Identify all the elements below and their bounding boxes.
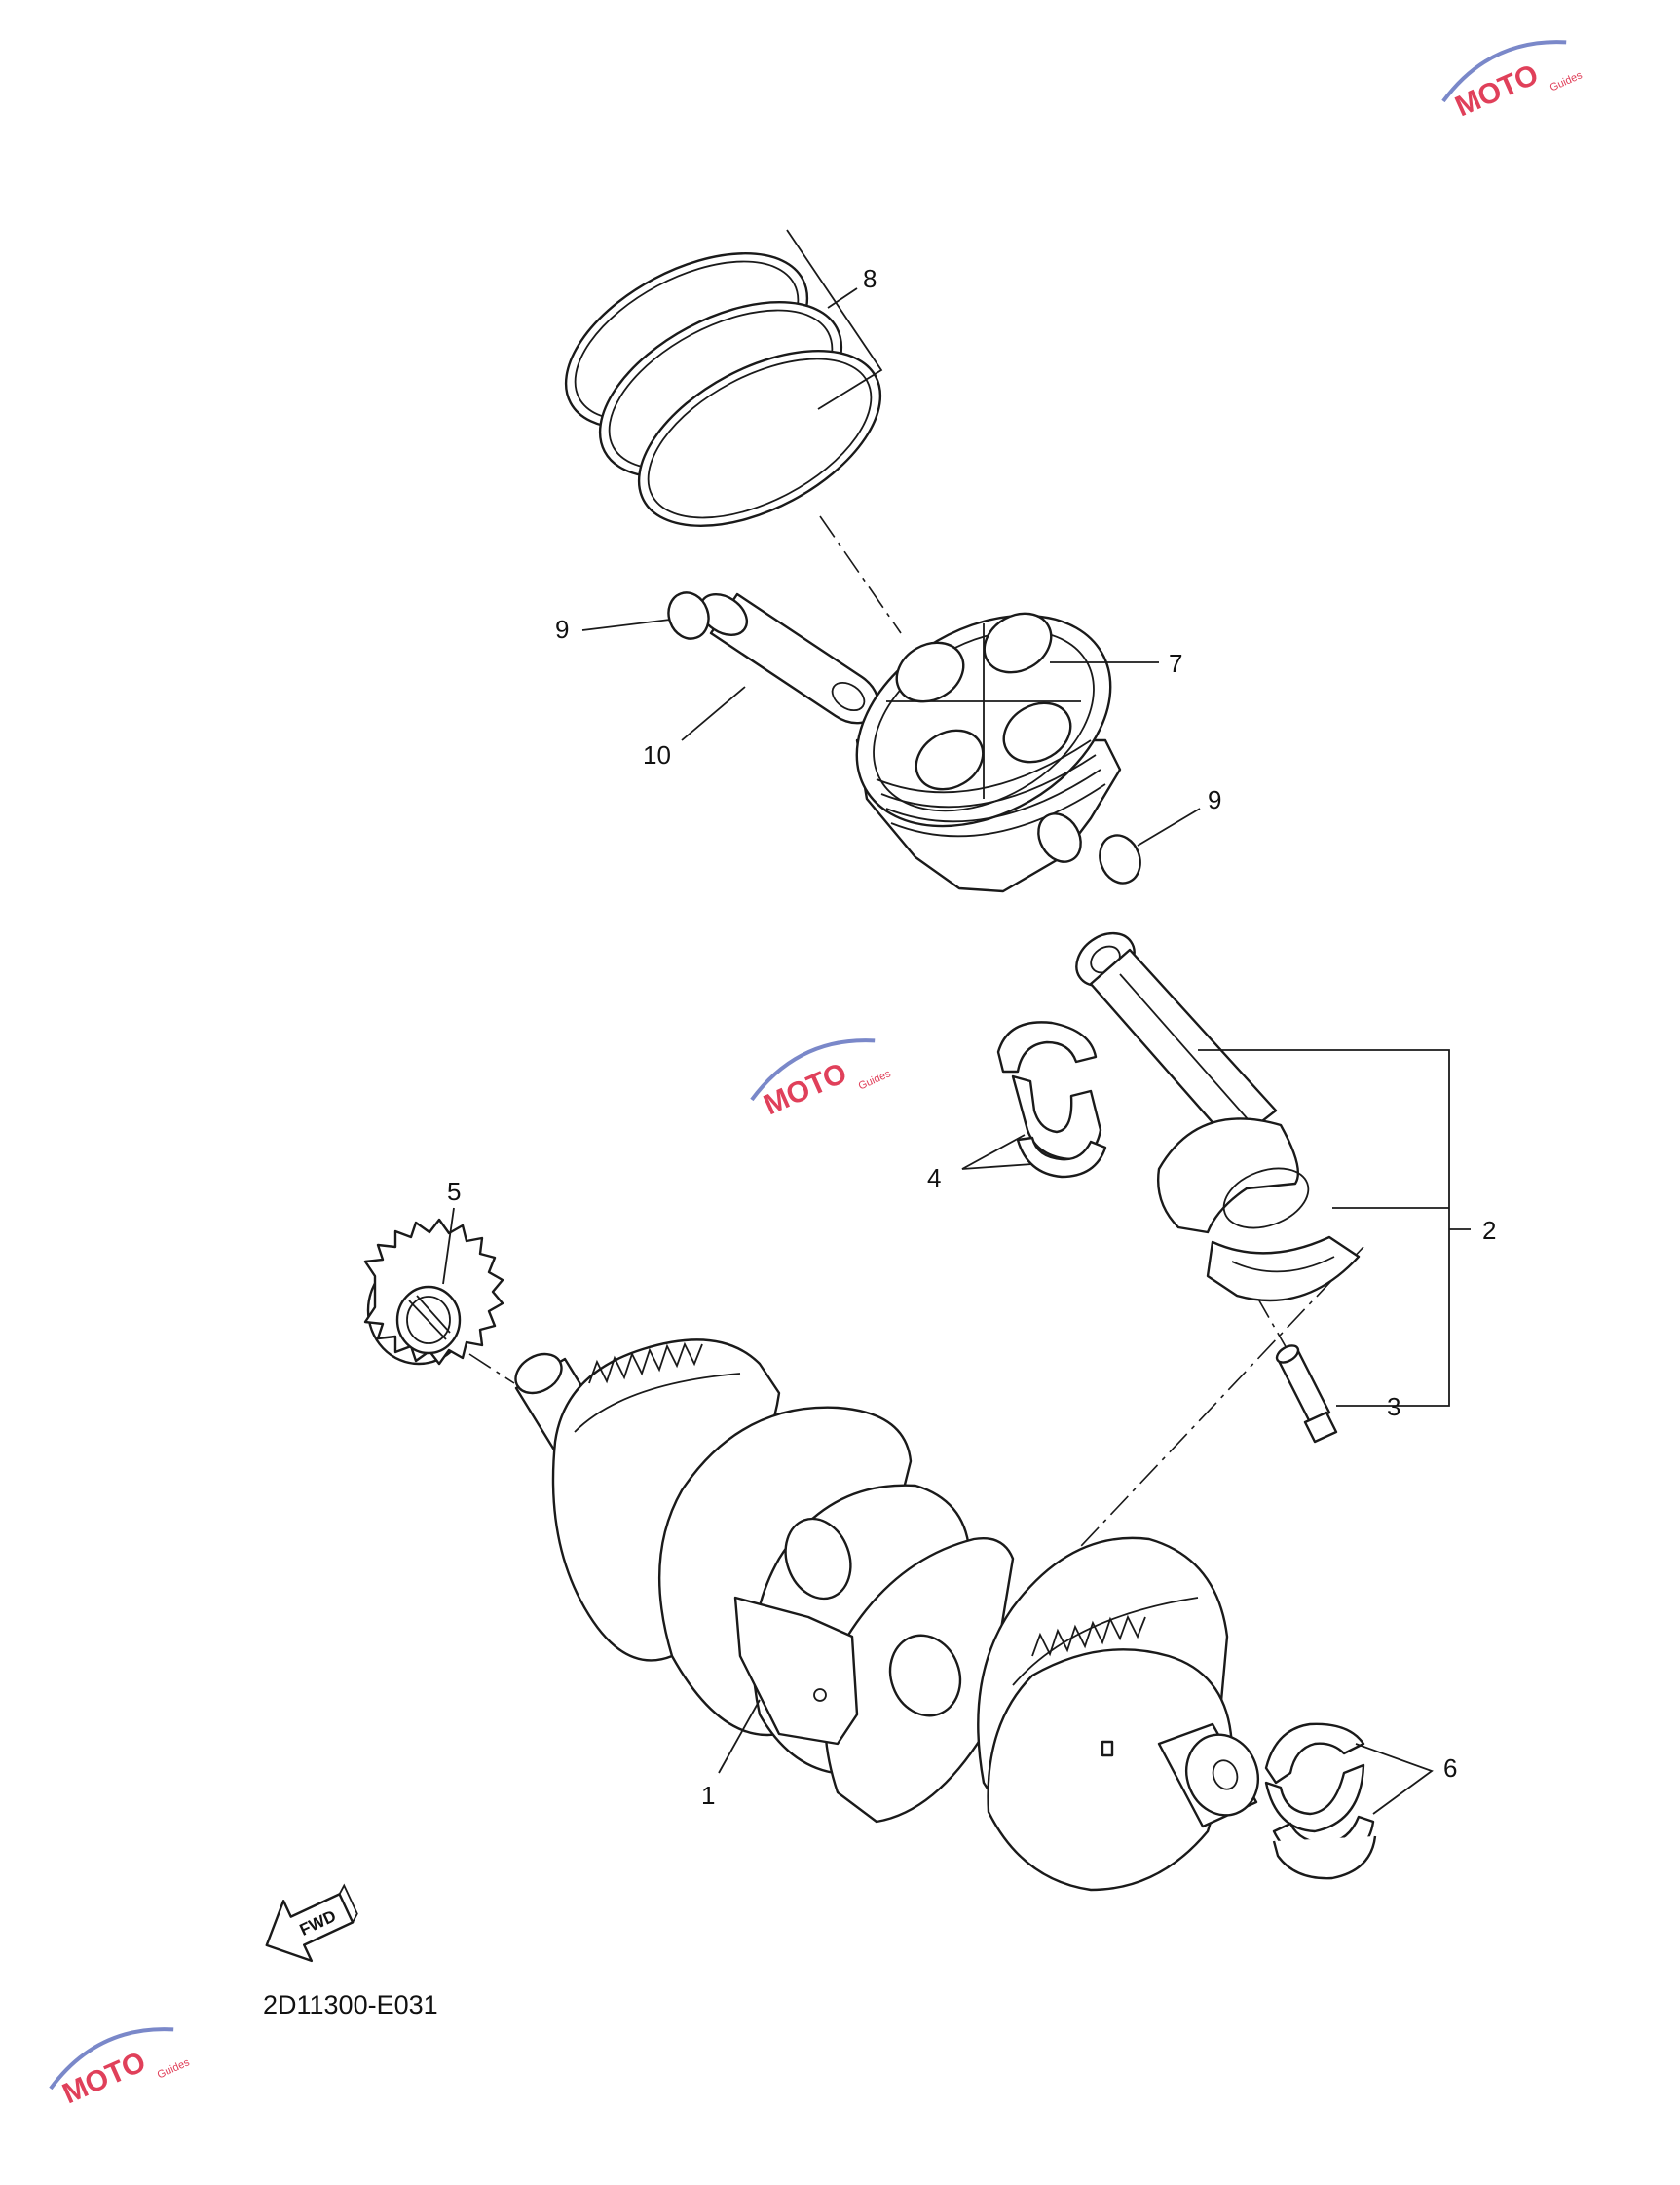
callout-4: 4 <box>927 1163 941 1192</box>
diagram-code: 2D11300-E031 <box>263 1990 438 2019</box>
centerline-gear <box>468 1353 515 1384</box>
watermark-brand: MOTO <box>759 1057 851 1122</box>
callout-9-top: 9 <box>555 615 569 644</box>
connecting-rod <box>1075 931 1361 1302</box>
callout-5: 5 <box>447 1177 461 1206</box>
piston-ring-set <box>564 252 882 527</box>
watermark-middle: MOTO Guides <box>750 1038 893 1122</box>
piston-pin-clip-right <box>1099 834 1141 885</box>
main-bearing <box>1264 1722 1377 1880</box>
callout-8: 8 <box>863 264 877 293</box>
piston-pin-clip-top <box>667 591 710 640</box>
watermark-brand: MOTO <box>1450 58 1543 124</box>
watermark-sub: Guides <box>857 1068 893 1092</box>
callout-3: 3 <box>1387 1392 1400 1421</box>
watermark-top-right: MOTO Guides <box>1441 40 1585 124</box>
piston <box>855 612 1122 893</box>
big-end-bearing <box>996 1021 1107 1179</box>
leader-9-top <box>581 619 671 631</box>
leader-9-right <box>1137 808 1201 847</box>
gear <box>363 1218 504 1366</box>
watermark-sub: Guides <box>1549 69 1585 94</box>
leader-10 <box>681 686 746 741</box>
crankshaft <box>514 1338 1259 1892</box>
centerline-ring-piston <box>819 515 902 634</box>
centerline-rod-crank <box>1031 1246 1364 1599</box>
leader-4 <box>961 1134 1033 1170</box>
leader-2-bracket <box>1198 1049 1450 1407</box>
leader-8 <box>786 229 883 410</box>
callout-7: 7 <box>1169 649 1182 678</box>
callout-2: 2 <box>1482 1216 1496 1245</box>
leader-5 <box>442 1207 455 1285</box>
callout-10: 10 <box>643 740 671 770</box>
leader-8-tip <box>827 287 858 309</box>
fwd-arrow-icon: FWD <box>265 1883 358 1963</box>
callout-1: 1 <box>701 1781 715 1810</box>
piston-pin <box>699 592 880 725</box>
callout-9-right: 9 <box>1208 785 1221 814</box>
watermark-brand: MOTO <box>57 2046 150 2111</box>
callout-6: 6 <box>1443 1753 1457 1783</box>
watermark-sub: Guides <box>156 2056 192 2081</box>
connecting-rod-bolt <box>1275 1344 1338 1444</box>
leader-1 <box>718 1699 761 1774</box>
watermark-bottom-left: MOTO Guides <box>49 2027 192 2111</box>
leader-6 <box>1355 1743 1434 1815</box>
